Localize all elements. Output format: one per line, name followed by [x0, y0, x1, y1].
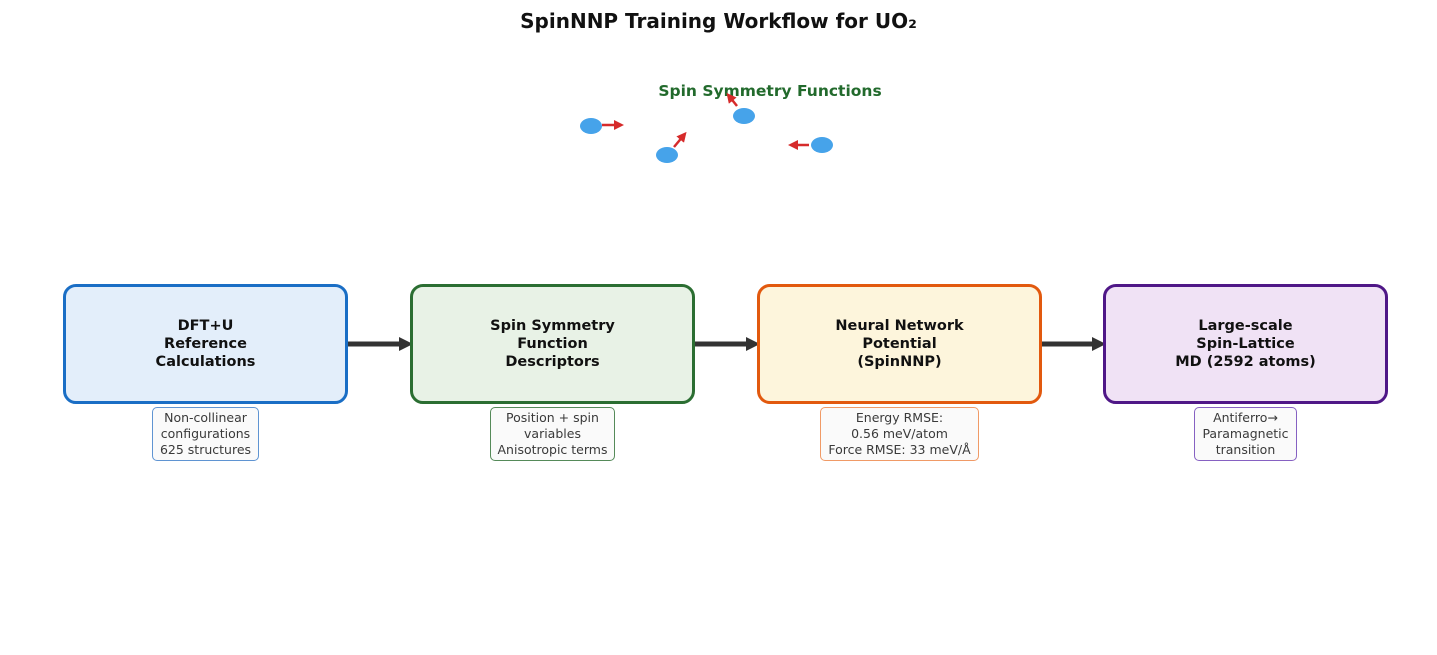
atom-spin-up-left	[733, 108, 755, 124]
note-line: transition	[1215, 442, 1276, 457]
step-label-line: Spin-Lattice	[1196, 336, 1295, 352]
note-line: configurations	[160, 426, 251, 441]
note-line: variables	[524, 426, 581, 441]
workflow-step-dftu: DFT+U Reference Calculations Non-colline…	[63, 284, 348, 461]
step-note: Non-collinear configurations 625 structu…	[151, 407, 260, 461]
workflow-step-spin-lattice-md: Large-scale Spin-Lattice MD (2592 atoms)…	[1103, 284, 1388, 461]
spin-arrow-icon	[673, 131, 687, 148]
step-label-line: Reference	[164, 336, 247, 352]
note-line: 0.56 meV/atom	[851, 426, 948, 441]
workflow-step-spinnnp: Neural Network Potential (SpinNNP) Energ…	[757, 284, 1042, 461]
note-line: 625 structures	[159, 442, 252, 457]
step-label-line: Large-scale	[1198, 318, 1293, 334]
step-note: Position + spin variables Anisotropic te…	[489, 407, 616, 461]
step-box: Spin Symmetry Function Descriptors	[410, 284, 695, 404]
step-label-line: Descriptors	[505, 354, 600, 370]
note-line: Paramagnetic	[1202, 426, 1289, 441]
step-label-line: Calculations	[155, 354, 256, 370]
note-line: Position + spin	[506, 410, 599, 425]
note-line: Force RMSE: 33 meV/Å	[828, 442, 971, 457]
atom-spin-right	[580, 118, 602, 134]
step-label-line: Spin Symmetry	[490, 318, 615, 334]
diagram-title: SpinNNP Training Workflow for UO₂	[520, 9, 917, 33]
note-line: Anisotropic terms	[497, 442, 608, 457]
atom-spin-up-right	[656, 147, 678, 163]
step-note: Energy RMSE: 0.56 meV/atom Force RMSE: 3…	[820, 407, 979, 461]
step-label-line: Function	[517, 336, 588, 352]
note-line: Energy RMSE:	[855, 410, 944, 425]
note-line: Non-collinear	[164, 410, 247, 425]
spin-atoms-group	[580, 92, 833, 163]
workflow-step-descriptors: Spin Symmetry Function Descriptors Posit…	[410, 284, 695, 461]
step-label-line: DFT+U	[177, 318, 234, 334]
note-line: Antiferro→	[1213, 410, 1278, 425]
step-label-line: Neural Network	[835, 318, 964, 334]
spin-symmetry-label: Spin Symmetry Functions	[658, 82, 882, 100]
step-box: Large-scale Spin-Lattice MD (2592 atoms)	[1103, 284, 1388, 404]
step-label-line: MD (2592 atoms)	[1175, 354, 1316, 370]
step-box: Neural Network Potential (SpinNNP)	[757, 284, 1042, 404]
step-label-line: (SpinNNP)	[857, 354, 942, 370]
step-label-line: Potential	[862, 336, 937, 352]
atom-spin-left	[811, 137, 833, 153]
step-note: Antiferro→ Paramagnetic transition	[1194, 407, 1297, 461]
step-box: DFT+U Reference Calculations	[63, 284, 348, 404]
